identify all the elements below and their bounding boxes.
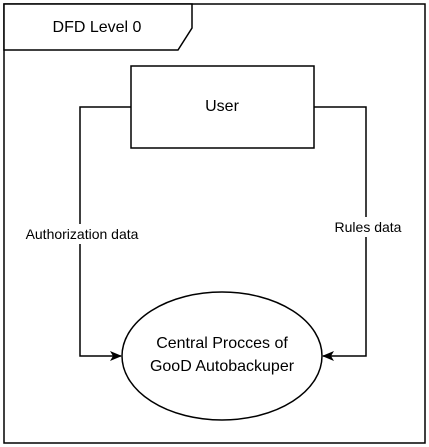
rules-flow-label: Rules data [335, 219, 402, 235]
frame-title-tab [3, 3, 193, 51]
frame-title: DFD Level 0 [53, 19, 142, 36]
authorization-flow-label: Authorization data [26, 226, 139, 242]
authorization-label-bg [8, 224, 156, 244]
user-label: User [205, 98, 239, 115]
process-label-line1: Central Procces of [156, 335, 288, 352]
rules-label-bg [323, 217, 413, 237]
process-label-line2: GooD Autobackuper [150, 358, 295, 375]
central-process[interactable] [121, 291, 323, 421]
